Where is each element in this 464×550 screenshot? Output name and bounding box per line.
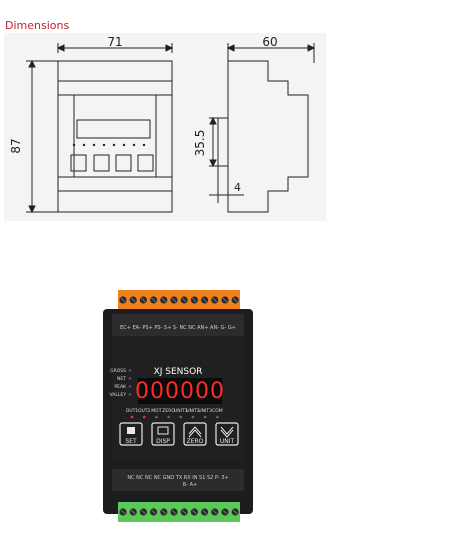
indicator-led-icon	[191, 415, 195, 419]
status-led-icon	[128, 385, 132, 388]
dimension-drawing-panel: 71 87 60 35.5 4	[4, 33, 326, 221]
top-terminal-block	[118, 290, 240, 310]
dimension-drawing: 71 87 60 35.5 4	[9, 35, 316, 214]
indicator-led-icon	[167, 415, 170, 419]
top-terminal-labels: EC+ EA- PS+ PS- S+ S- NC NC AN+ AN- G- G…	[120, 325, 236, 331]
indicator-led-icon	[155, 415, 158, 419]
chevron-down-icon	[220, 426, 234, 438]
button-label: ZERO	[187, 438, 204, 445]
front-height-label: 87	[9, 138, 23, 153]
led-display	[138, 378, 222, 404]
status-label: GROSS	[110, 368, 126, 374]
bottom-terminal-block	[118, 502, 240, 522]
indicator-label: OUT1	[126, 408, 139, 414]
indicator-label: UNIT2	[186, 408, 200, 414]
side-depth-label: 60	[262, 35, 277, 49]
front-view	[26, 43, 174, 214]
button-label: SET	[125, 438, 137, 445]
side-rail-label: 35.5	[193, 130, 207, 157]
button-unit[interactable]: UNIT	[215, 422, 239, 446]
set-icon	[127, 427, 135, 434]
brand-logo: XJ SENSOR	[154, 367, 203, 377]
status-label: PEAK	[114, 384, 127, 390]
button-set[interactable]: SET	[119, 422, 143, 446]
indicator-led-icon	[203, 415, 207, 419]
button-zero[interactable]: ZERO	[183, 422, 207, 446]
product-photo: EC+ EA- PS+ PS- S+ S- NC NC AN+ AN- G- G…	[103, 290, 253, 522]
section-heading: Dimensions	[5, 19, 70, 32]
chevron-up-icon	[188, 426, 202, 438]
side-offset-label: 4	[234, 181, 241, 194]
indicator-label: MOT	[151, 408, 161, 414]
status-led-icon	[128, 377, 132, 380]
indicator-led-icon	[216, 415, 219, 419]
status-led-icon	[128, 393, 132, 396]
status-label: NET	[117, 376, 126, 382]
status-led-icon	[128, 369, 132, 372]
led-display-value: 000000	[135, 379, 225, 404]
button-disp[interactable]: DISP	[151, 422, 175, 446]
product-photo-panel: EC+ EA- PS+ PS- S+ S- NC NC AN+ AN- G- G…	[0, 222, 348, 546]
indicator-label: OUT2	[138, 408, 151, 414]
status-label: VALLEY	[110, 392, 127, 398]
indicator-led-icon	[179, 415, 183, 419]
indicator-led-icon	[142, 415, 146, 419]
indicator-label: ZERO	[162, 408, 175, 414]
indicator-led-icon	[130, 415, 134, 419]
side-view	[209, 43, 316, 213]
display-icon	[157, 426, 169, 435]
button-label: UNIT	[220, 438, 235, 445]
indicator-label: UNIT3	[198, 408, 212, 414]
button-label: DISP	[156, 438, 170, 445]
bottom-terminal-labels: NC NC NC NC GND TX RX IN S1 S2 P- 3+	[127, 475, 228, 481]
indicator-label: COM	[212, 408, 223, 414]
indicator-label: UNIT1	[174, 408, 188, 414]
bottom-terminal-sub-labels: B- A+	[183, 482, 197, 488]
front-width-label: 71	[107, 35, 122, 49]
